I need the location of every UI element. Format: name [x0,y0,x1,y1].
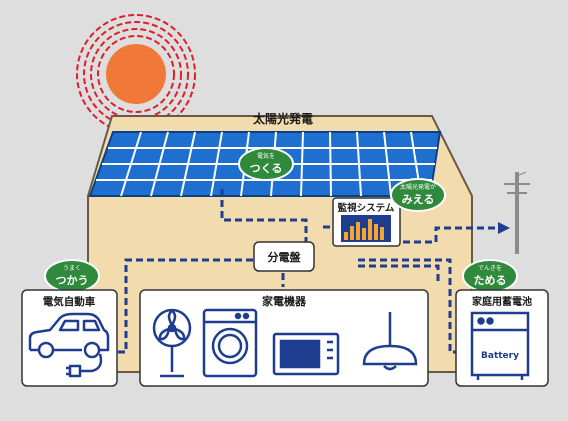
bubble-tsukuru-big: つくる [250,162,283,175]
bubble-mieru-small: 太陽光発電が [400,183,436,191]
grid-arrow-icon [498,222,510,234]
ev-label: 電気自動車 [43,295,96,308]
bubble-tameru: でんきを ためる [462,259,518,293]
pendant-lamp-icon [362,312,418,371]
bubble-mieru-big: みえる [402,193,435,206]
monitoring-system-box: 監視システム [332,197,401,247]
utility-pole-icon [504,171,530,254]
appliances-label: 家電機器 [262,294,307,308]
title-solar-power: 太陽光発電 [253,111,313,126]
bubble-tsukuru: 電気を つくる [238,147,294,181]
bubble-tsukau: うまく つかう [44,259,100,293]
distribution-panel-box: 分電盤 [253,241,315,272]
fan-icon [152,308,192,378]
battery-icon [470,311,530,380]
bubble-tsukau-big: つかう [56,274,89,287]
washing-machine-icon [202,308,258,378]
bubble-tameru-big: ためる [474,274,507,287]
bubble-tameru-small: でんきを [478,265,502,272]
battery-text: Battery [481,351,519,361]
monitor-bar-graph [344,219,384,240]
battery-box: 家庭用蓄電池 Battery [455,289,549,387]
bubble-tsukuru-small: 電気を [257,152,275,160]
ev-box: 電気自動車 [21,289,118,387]
appliances-box: 家電機器 [139,289,429,387]
distribution-panel-label: 分電盤 [268,250,302,264]
monitoring-system-label: 監視システム [338,202,395,214]
microwave-icon [272,332,340,376]
car-icon [28,312,110,378]
bubble-tsukau-small: うまく [63,265,81,272]
battery-box-label: 家庭用蓄電池 [472,295,532,308]
bubble-mieru: 太陽光発電が みえる [390,178,446,212]
